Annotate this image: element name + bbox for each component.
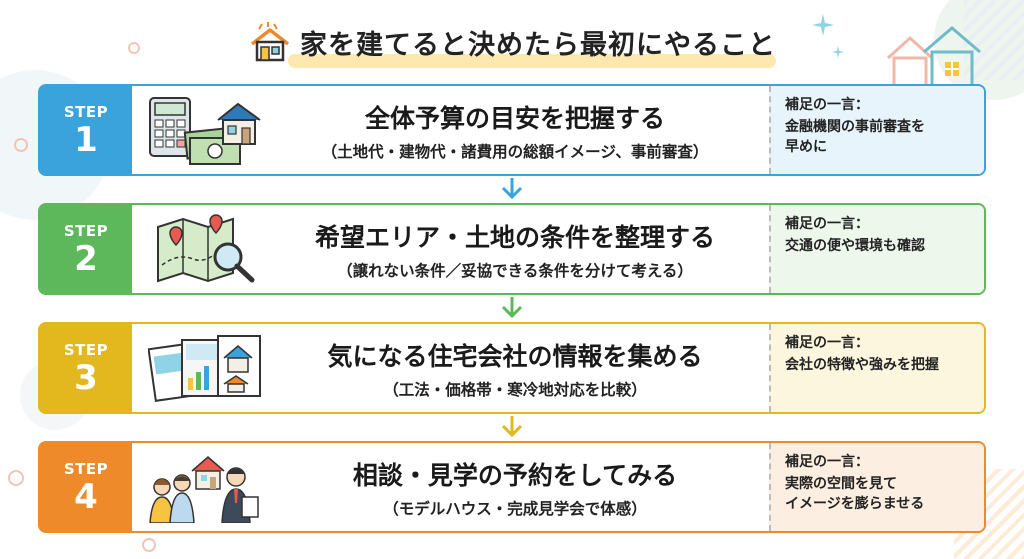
step-subtitle: （土地代・建物代・諸費用の総額イメージ、事前審査） bbox=[321, 142, 709, 161]
step-content: 全体予算の目安を把握する （土地代・建物代・諸費用の総額イメージ、事前審査） bbox=[270, 86, 760, 174]
step-content: 気になる住宅会社の情報を集める （工法・価格帯・寒冷地対応を比較） bbox=[270, 324, 760, 412]
step-content: 希望エリア・土地の条件を整理する （譲れない条件／妥協できる条件を分けて考える） bbox=[270, 205, 760, 293]
step-label: STEP bbox=[63, 460, 109, 478]
step-number: 3 bbox=[74, 358, 98, 398]
background-stripes bbox=[964, 0, 1024, 80]
step-badge: STEP 3 bbox=[40, 324, 132, 412]
note-text: 会社の特徴や強みを把握 bbox=[785, 357, 939, 373]
step-subtitle: （工法・価格帯・寒冷地対応を比較） bbox=[383, 380, 647, 399]
note-text: 実際の空間を見て イメージを膨らませる bbox=[785, 476, 925, 513]
note-heading: 補足の一言： bbox=[785, 97, 869, 113]
sparkle-icon bbox=[832, 46, 844, 58]
step-number: 1 bbox=[74, 120, 98, 160]
step-content: 相談・見学の予約をしてみる （モデルハウス・完成見学会で体感） bbox=[270, 443, 760, 531]
step-note: 補足の一言： 交通の便や環境も確認 bbox=[769, 205, 984, 293]
step-subtitle: （モデルハウス・完成見学会で体感） bbox=[383, 499, 647, 518]
title-highlight bbox=[288, 54, 776, 68]
step-subtitle: （譲れない条件／妥協できる条件を分けて考える） bbox=[337, 261, 693, 280]
step-badge: STEP 1 bbox=[40, 86, 132, 174]
note-text: 交通の便や環境も確認 bbox=[785, 238, 925, 254]
brochures-icon bbox=[148, 335, 261, 402]
step-title: 全体予算の目安を把握する bbox=[364, 103, 665, 133]
step-label: STEP bbox=[63, 103, 109, 121]
note-heading: 補足の一言： bbox=[785, 454, 869, 470]
step-note: 補足の一言： 金融機関の事前審査を 早めに bbox=[769, 86, 984, 174]
page-title: 家を建てると決めたら最初にやること bbox=[300, 29, 776, 61]
consultation-people-icon bbox=[149, 456, 259, 523]
page-title-area: 家を建てると決めたら最初にやること bbox=[0, 12, 1024, 72]
down-arrow-icon bbox=[501, 416, 523, 438]
sparkle-icon bbox=[812, 14, 834, 36]
step-card-4: STEP 4 相談・見学の予約をしてみる （モデルハウス・完成見学会で体感） 補… bbox=[38, 441, 986, 533]
map-magnifier-icon bbox=[157, 214, 255, 283]
calculator-money-house-icon bbox=[149, 97, 261, 165]
decorative-circle bbox=[128, 42, 140, 54]
step-card-3: STEP 3 気になる住宅会社の情報を集める （工法・価格帯・寒冷地対応を比較）… bbox=[38, 322, 986, 414]
step-card-2: STEP 2 希望エリア・土地の条件を整理する （譲れない条件／妥協できる条件を… bbox=[38, 203, 986, 295]
note-heading: 補足の一言： bbox=[785, 216, 869, 232]
houses-illustration-icon bbox=[886, 26, 981, 88]
house-icon bbox=[250, 22, 290, 62]
down-arrow-icon bbox=[501, 178, 523, 200]
note-heading: 補足の一言： bbox=[785, 335, 869, 351]
step-badge: STEP 4 bbox=[40, 443, 132, 531]
note-text: 金融機関の事前審査を 早めに bbox=[785, 119, 925, 156]
step-title: 気になる住宅会社の情報を集める bbox=[327, 341, 703, 371]
step-label: STEP bbox=[63, 222, 109, 240]
step-badge: STEP 2 bbox=[40, 205, 132, 293]
step-number: 2 bbox=[74, 239, 98, 279]
decorative-circle bbox=[142, 538, 156, 552]
step-title: 希望エリア・土地の条件を整理する bbox=[314, 222, 715, 252]
decorative-circle bbox=[14, 138, 28, 152]
step-note: 補足の一言： 実際の空間を見て イメージを膨らませる bbox=[769, 443, 984, 531]
step-number: 4 bbox=[74, 477, 98, 517]
down-arrow-icon bbox=[501, 297, 523, 319]
step-note: 補足の一言： 会社の特徴や強みを把握 bbox=[769, 324, 984, 412]
step-label: STEP bbox=[63, 341, 109, 359]
step-title: 相談・見学の予約をしてみる bbox=[352, 460, 678, 490]
step-card-1: STEP 1 全体予算の目安を把握する （土地代・建物代・諸費用の総額イメージ、… bbox=[38, 84, 986, 176]
decorative-circle bbox=[8, 470, 24, 486]
